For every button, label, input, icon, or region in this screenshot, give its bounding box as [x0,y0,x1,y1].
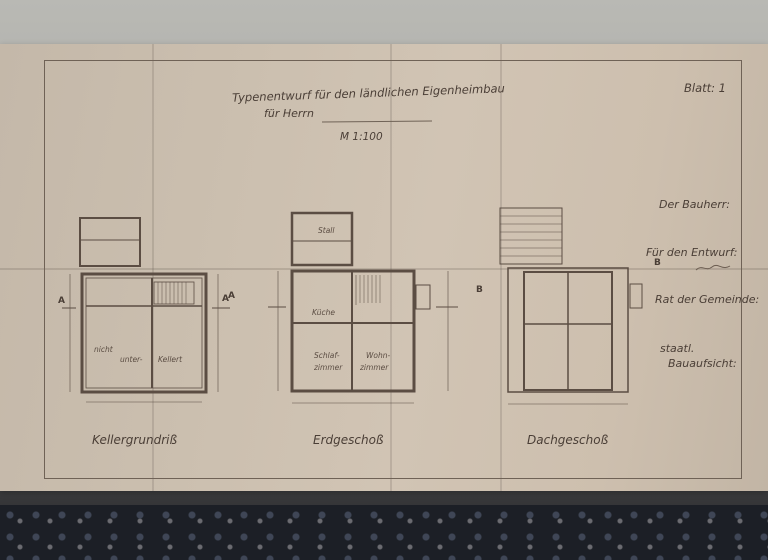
room-label: unter- [120,355,143,364]
council-label: Rat der Gemeinde: [655,293,760,306]
fold-line [0,268,768,270]
fold-line [152,44,154,491]
section-marker: B [654,258,661,268]
owner-line: für Herrn [264,107,314,120]
ground-floor-plan: Stall Küche Schlaf- zimmer Wohn- zimmer … [228,195,483,410]
builder-label: Der Bauherr: [659,198,731,211]
room-label: Küche [312,308,335,317]
carpet-pattern [0,505,768,560]
designer-label: Für den Entwurf: [646,246,738,259]
cellar-plan-drawing [62,217,230,403]
blueprint-sheet [0,44,768,491]
attic-plan-drawing [499,207,643,405]
ground-floor-drawing [268,211,458,404]
room-label: nicht [94,345,113,354]
room-label: zimmer [360,363,389,372]
sheet-number: Blatt: 1 [684,81,726,95]
section-marker: B [476,285,483,295]
room-label: Schlaf- [314,351,340,360]
room-label: Wohn- [366,351,391,360]
owner-underline [322,120,432,123]
fold-line [390,44,392,491]
section-marker: A [228,291,235,301]
authority-label-1: staatl. [660,342,695,355]
designer-signature [695,264,731,271]
drawing-frame [44,60,742,479]
attic-caption: Dachgeschoß [527,433,609,447]
cellar-plan: nicht unter- Kellert A A [58,190,232,410]
section-marker: A [58,296,65,306]
scale-label: M 1:100 [340,131,383,143]
attic-plan: B [490,200,661,410]
fold-line [500,44,502,491]
cellar-caption: Kellergrundriß [92,433,178,447]
authority-label-2: Bauaufsicht: [668,357,737,370]
section-marker: A [222,294,229,304]
room-label: Stall [318,226,335,235]
room-label: zimmer [314,363,343,372]
room-label: Kellert [158,355,183,364]
ground-floor-caption: Erdgeschoß [313,433,384,447]
